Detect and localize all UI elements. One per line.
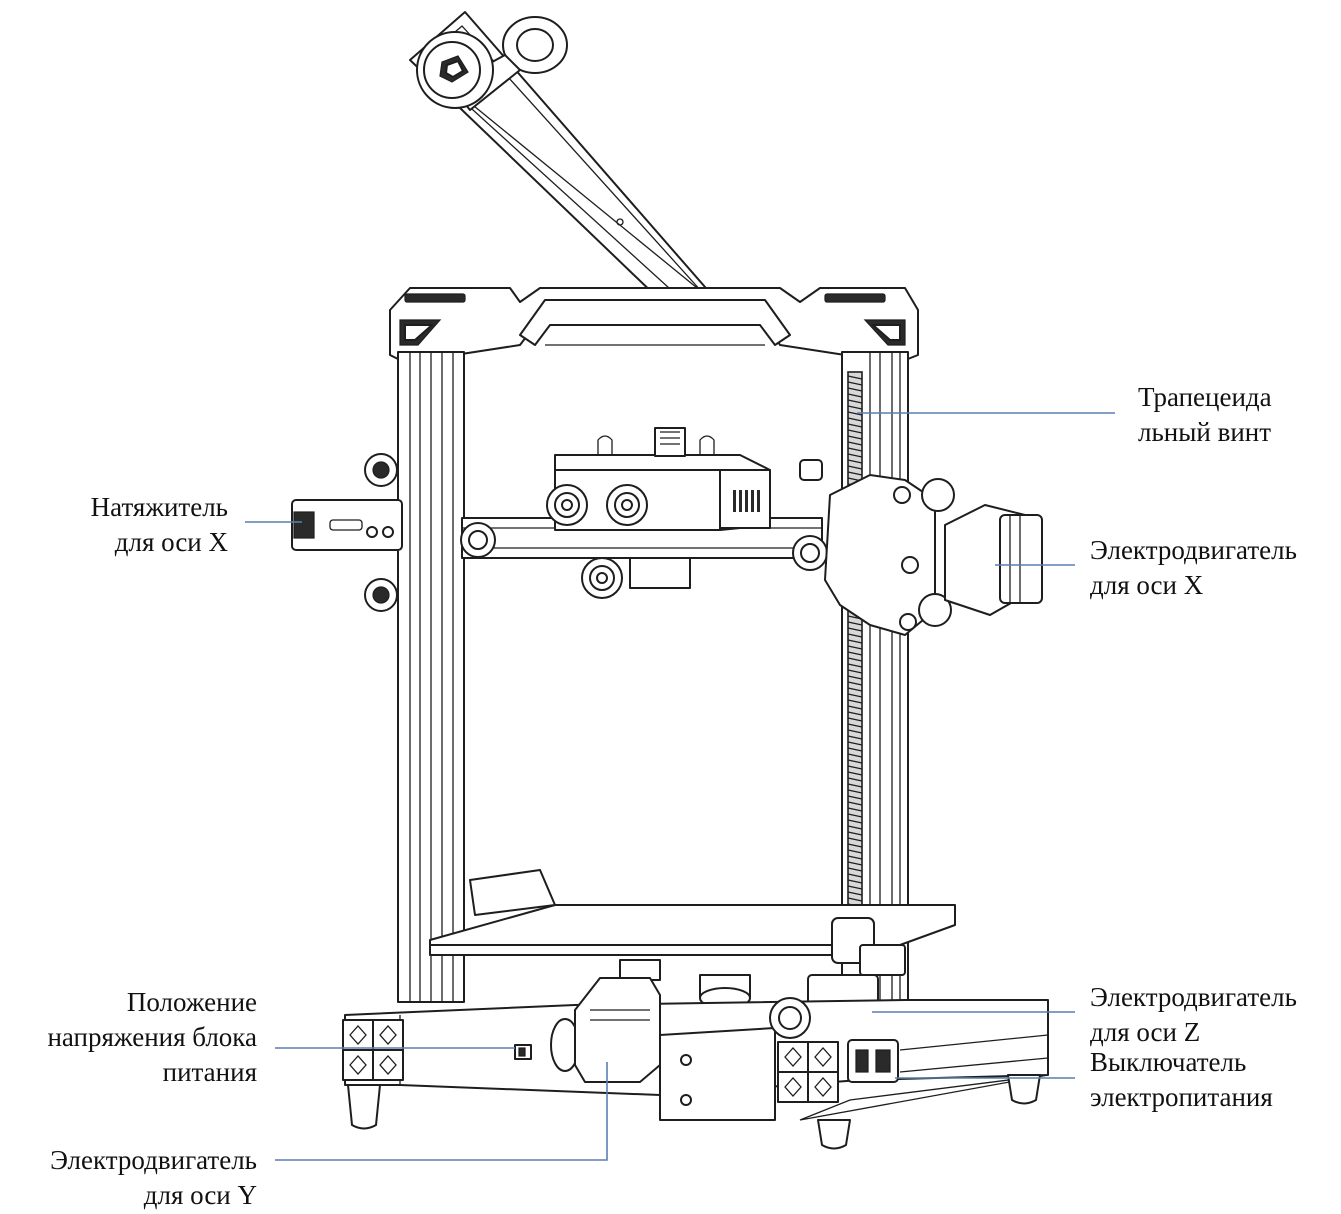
y-motor-part [550, 977, 811, 1083]
label-trapezoidal-screw: Трапецеида льный винт [1138, 380, 1272, 450]
label-line: для оси X [114, 527, 228, 557]
label-x-motor: Электродвигатель для оси X [1090, 533, 1297, 603]
label-line: напряжения блока [47, 1022, 257, 1052]
label-line: для оси Y [143, 1180, 257, 1210]
vent-slot [745, 490, 748, 512]
lead-screw [847, 371, 863, 933]
leader-lines [245, 412, 1115, 1161]
x-tensioner-part [291, 453, 403, 612]
label-psu-voltage: Положение напряжения блока питания [47, 985, 257, 1090]
label-line: Трапецеида [1138, 382, 1272, 412]
vent-slot [733, 490, 736, 512]
vent-slot [757, 490, 760, 512]
gantry-wheels [460, 522, 828, 571]
label-z-motor: Электродвигатель для оси Z [1090, 980, 1297, 1050]
label-line: Положение [126, 987, 257, 1017]
label-line: Выключатель [1090, 1047, 1247, 1077]
left-extrusion [397, 351, 465, 1003]
print-head [546, 427, 771, 599]
label-line: Электродвигатель [1090, 535, 1297, 565]
label-power-switch: Выключатель электропитания [1090, 1045, 1273, 1115]
vent-slot [739, 490, 742, 512]
label-x-tensioner: Натяжитель для оси X [91, 490, 228, 560]
label-line: Натяжитель [90, 492, 228, 522]
label-line: питания [162, 1057, 257, 1087]
vent-slot [751, 490, 754, 512]
label-y-motor: Электродвигатель для оси Y [50, 1143, 257, 1213]
x-motor-part [799, 459, 1043, 636]
label-line: электропитания [1090, 1082, 1273, 1112]
label-line: Электродвигатель [50, 1145, 257, 1175]
heated-bed [429, 869, 956, 1009]
spool-holder [409, 11, 713, 301]
top-frame [389, 287, 919, 371]
leader-y-motor [275, 1062, 608, 1161]
label-line: для оси X [1090, 570, 1204, 600]
printer-base [342, 999, 1049, 1150]
label-line: льный винт [1138, 417, 1272, 447]
label-line: для оси Z [1090, 1017, 1201, 1047]
label-line: Электродвигатель [1090, 982, 1297, 1012]
